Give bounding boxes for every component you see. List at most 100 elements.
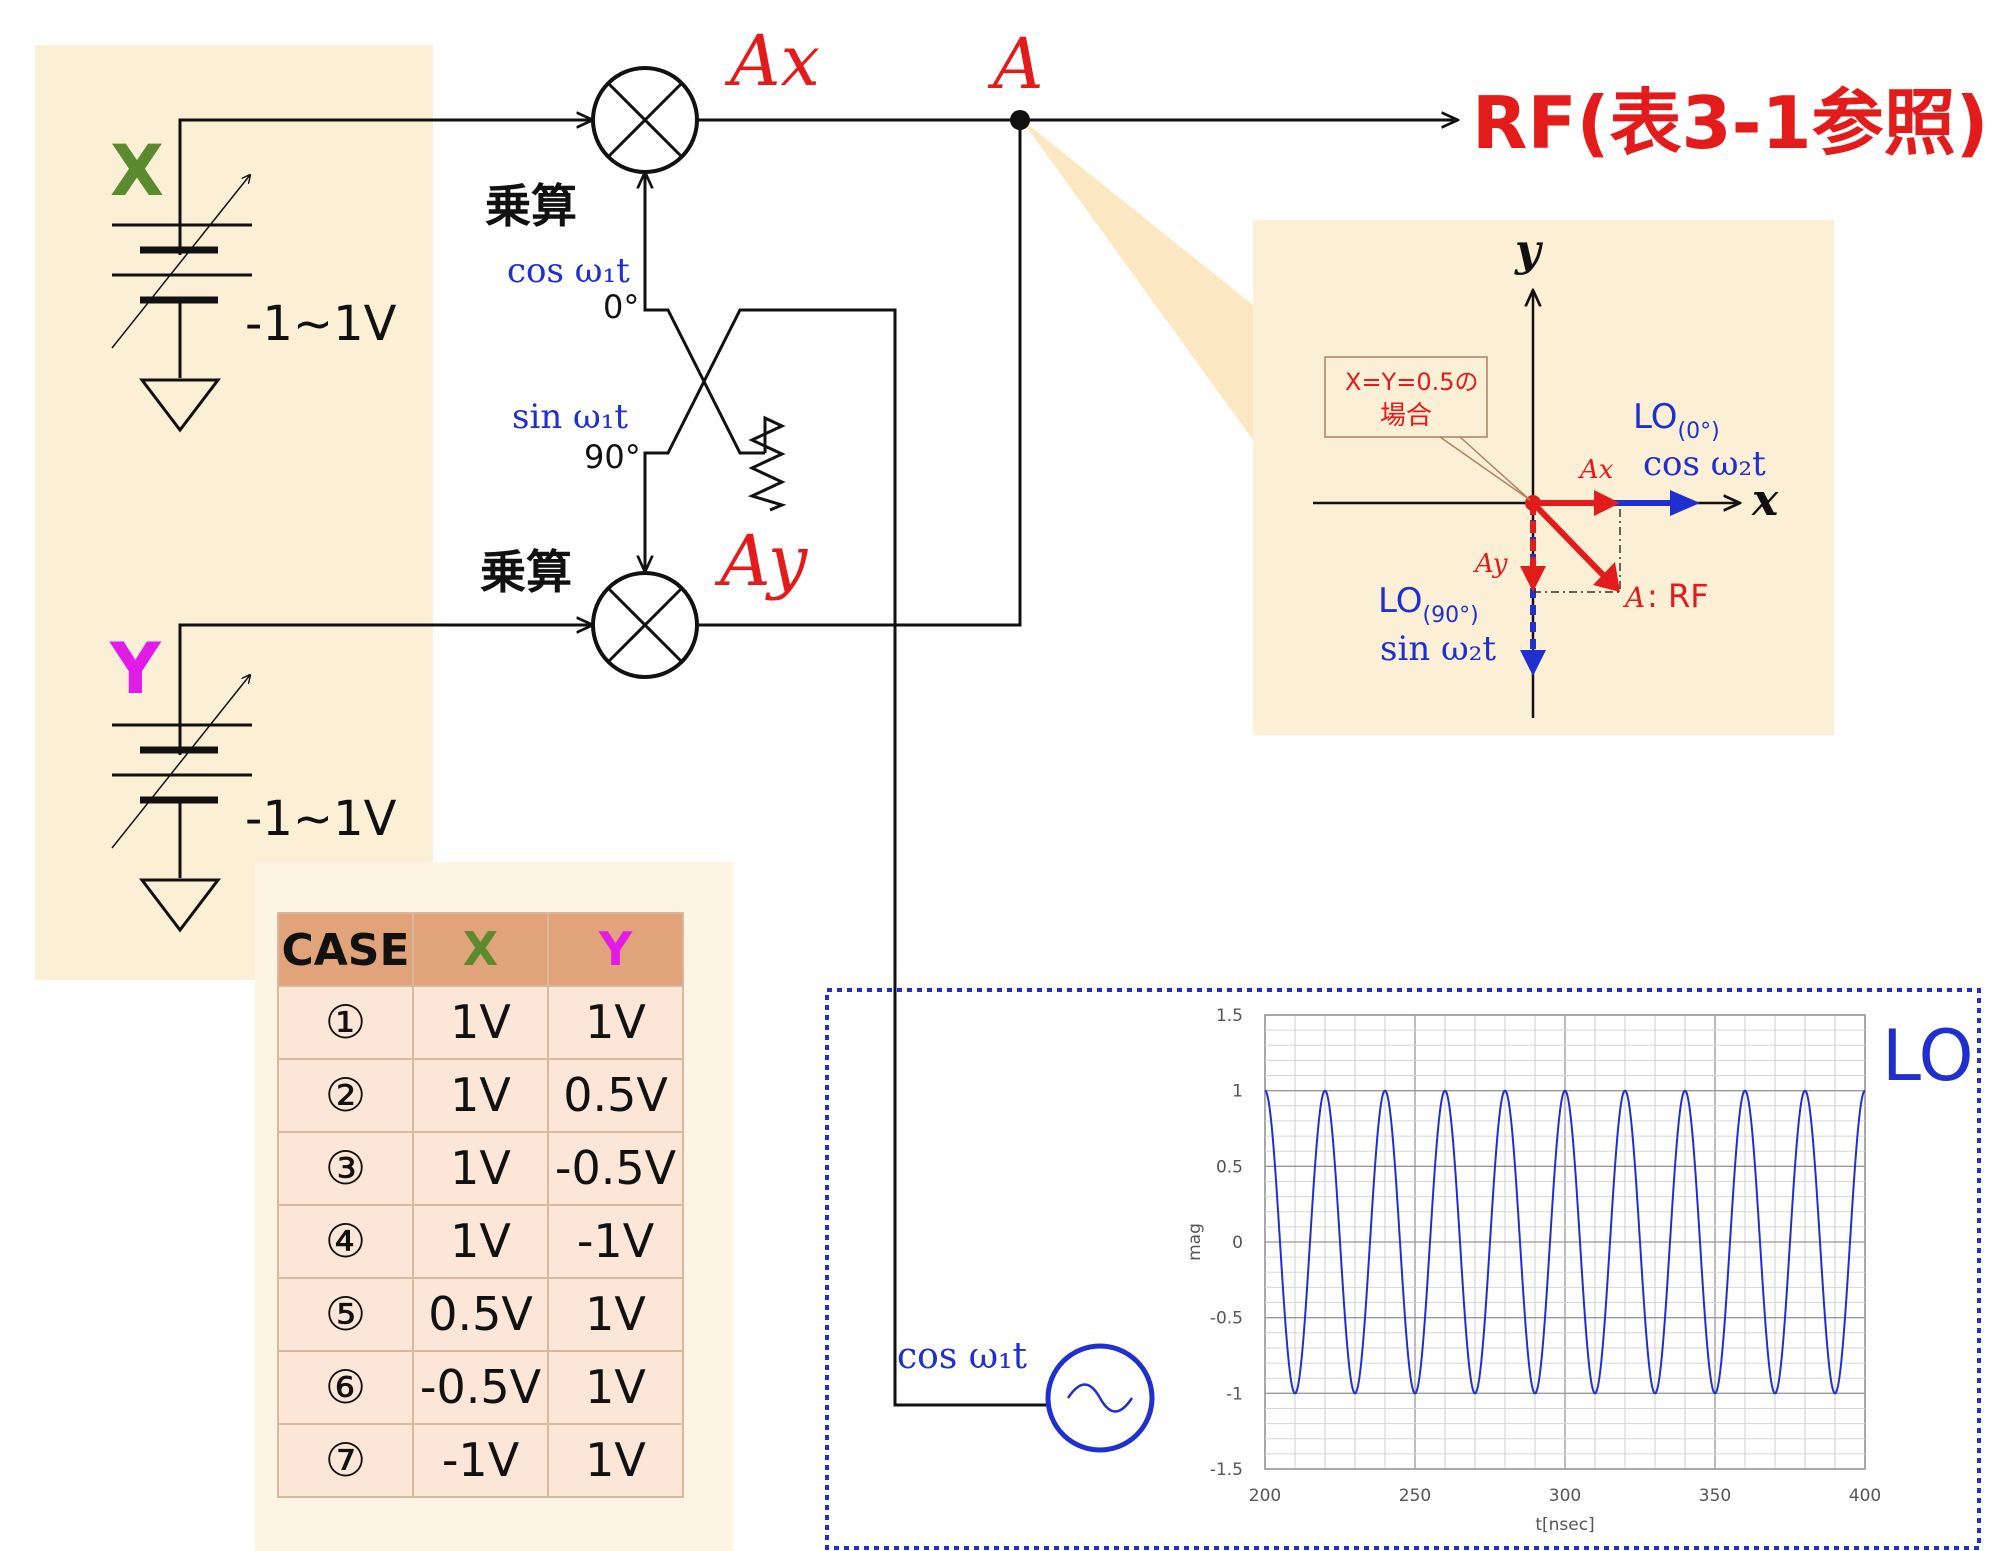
table-cell: [277, 1277, 414, 1352]
vector-rf-label: : RF: [1647, 577, 1709, 615]
table-cell-value: 1V: [585, 995, 646, 1049]
table-header-label: Y: [598, 922, 633, 976]
sine-wave-icon: [1066, 1383, 1134, 1413]
ay-vector-arrowhead: [1520, 566, 1546, 592]
table-cell-value: ⑦: [325, 1433, 366, 1487]
lo90-label: LO(90°): [1378, 581, 1479, 628]
table-cell: [547, 1277, 684, 1352]
chart-x-tick-label: 250: [1399, 1486, 1431, 1506]
y-ground-icon: [138, 878, 222, 933]
x-ground-icon: [138, 378, 222, 433]
vector-ay-label: Ay: [1473, 549, 1508, 579]
vector-panel-bg: [1253, 220, 1834, 735]
table-cell: [412, 1204, 549, 1279]
vector-x-axis-label: x: [1751, 475, 1779, 526]
table-cell: [412, 1350, 549, 1425]
chart-y-tick-label: -0.5: [1210, 1309, 1243, 1329]
table-cell-value: ⑤: [325, 1287, 366, 1341]
vector-ax-label: Ax: [1578, 455, 1614, 485]
chart-y-tick-label: 1.5: [1216, 1006, 1243, 1026]
chart-y-axis-label: mag: [1185, 1223, 1205, 1261]
lo-source-label: cos ω₁t: [897, 1336, 1028, 1377]
x-variable-arrow-icon: [111, 175, 250, 349]
lo-title: LO: [1882, 1015, 1974, 1097]
table-cell: [547, 1204, 684, 1279]
top-mixer: 乗算 Ax: [485, 20, 820, 233]
chart-y-tick-label: -1: [1226, 1384, 1243, 1404]
chart-y-tick-label: 1: [1232, 1082, 1243, 1102]
lo0-vector-arrowhead: [1670, 490, 1700, 516]
table-cell-value: -0.5V: [555, 1141, 677, 1195]
table-cell: [412, 985, 549, 1060]
sin-phase-label: 90°: [584, 438, 641, 476]
callout-line1: X=Y=0.5の: [1345, 368, 1479, 396]
table-header-cell: [412, 912, 549, 987]
y-range-label: -1~1V: [245, 791, 397, 847]
a-vector-arrowhead: [1593, 562, 1620, 592]
lo-cos-series-line: [1264, 1089, 1866, 1395]
lo90-func-label: sin ω₂t: [1380, 629, 1496, 669]
chart-x-tick-label: 200: [1249, 1486, 1281, 1506]
lo-dotted-frame: [825, 988, 1981, 1550]
cos-phase-label: 0°: [603, 288, 639, 326]
y-source-label: Y: [109, 628, 162, 710]
ay-output-label: Ay: [714, 520, 809, 602]
table-cell: [277, 1350, 414, 1425]
table-cell-value: 1V: [450, 1141, 511, 1195]
table-cell-value: 1V: [450, 1068, 511, 1122]
table-cell-value: ④: [325, 1214, 366, 1268]
callout-wedge: [1020, 118, 1253, 440]
table-cell-value: ⑥: [325, 1360, 366, 1414]
table-cell: [547, 1423, 684, 1498]
table-cell-value: -0.5V: [420, 1360, 542, 1414]
table-cell-value: 1V: [585, 1360, 646, 1414]
chart-x-axis-label: t[nsec]: [1535, 1515, 1594, 1535]
vector-a-label: A: [1622, 581, 1645, 614]
callout-line2: 場合: [1380, 401, 1432, 431]
phase-splitter: cos ω₁t 0° sin ω₁t 90°: [507, 172, 1048, 1407]
sin-splitter-label: sin ω₁t: [512, 397, 628, 437]
x-variable-source: X -1~1V: [110, 118, 590, 433]
table-cell-value: ③: [325, 1141, 366, 1195]
bottom-mixer-label: 乗算: [480, 545, 572, 599]
ax-vector-arrowhead: [1594, 490, 1620, 516]
table-header-cell: [277, 912, 414, 987]
chart-y-tick-label: -1.5: [1210, 1460, 1243, 1480]
bottom-mixer: 乗算 Ay: [480, 520, 809, 679]
chart-grid: [1264, 1014, 1866, 1470]
sources-panel-bg: [35, 45, 433, 980]
table-cell-value: 1V: [450, 1214, 511, 1268]
table-cell-value: -1V: [577, 1214, 655, 1268]
termination-resistor-icon: [747, 415, 787, 512]
y-variable-source: Y -1~1V: [109, 623, 590, 933]
y-variable-arrow-icon: [111, 675, 250, 849]
lo90-vector-arrowhead: [1520, 650, 1546, 676]
table-cell-value: ①: [325, 995, 366, 1049]
table-header-cell: [547, 912, 684, 987]
node-a-label: A: [987, 23, 1044, 105]
callout-box: [1324, 356, 1488, 438]
cos-splitter-label: cos ω₁t: [507, 251, 630, 291]
lo-box: LO cos ω₁t: [825, 988, 1981, 1550]
top-mixer-label: 乗算: [485, 179, 577, 233]
table-cell-value: 1V: [585, 1433, 646, 1487]
chart-y-tick-label: 0.5: [1216, 1157, 1243, 1177]
table-header-label: CASE: [281, 925, 409, 976]
table-cell-value: 1V: [585, 1287, 646, 1341]
table-cell-value: 1V: [450, 995, 511, 1049]
x-range-label: -1~1V: [245, 296, 397, 352]
table-cell-value: ②: [325, 1068, 366, 1122]
table-header-label: X: [463, 922, 498, 976]
table-cell-value: -1V: [442, 1433, 520, 1487]
chart-x-tick-label: 400: [1849, 1486, 1881, 1506]
x-source-label: X: [110, 130, 164, 212]
chart-y-tick-label: 0: [1232, 1233, 1243, 1253]
ax-output-label: Ax: [724, 20, 820, 102]
lo0-label: LO(0°): [1633, 397, 1720, 444]
chart-x-tick-label: 300: [1549, 1486, 1581, 1506]
table-cell-value: 0.5V: [563, 1068, 668, 1122]
